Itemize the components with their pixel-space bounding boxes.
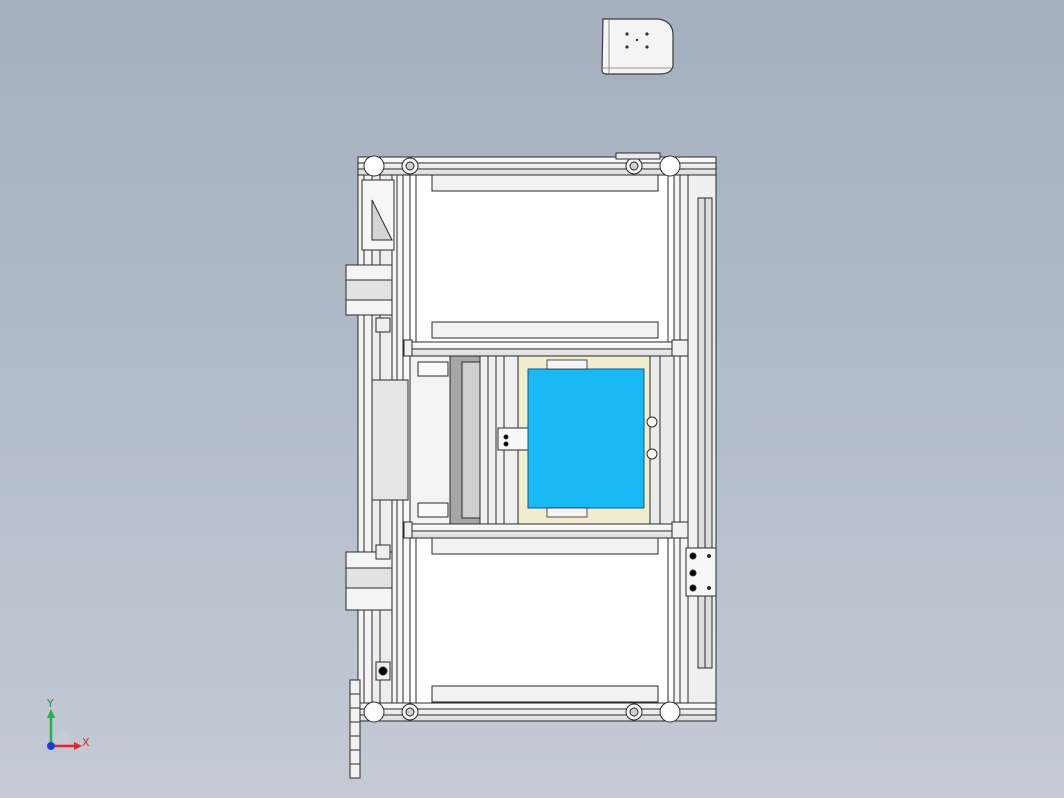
y-axis-label: Y (47, 697, 54, 710)
selected-face-highlight[interactable] (527, 359, 645, 518)
x-axis-label: X (82, 736, 90, 749)
axis-triad (47, 709, 82, 750)
floating-bracket-part[interactable] (601, 18, 674, 75)
main-frame-assembly[interactable] (345, 152, 717, 779)
z-axis-point (47, 742, 55, 750)
